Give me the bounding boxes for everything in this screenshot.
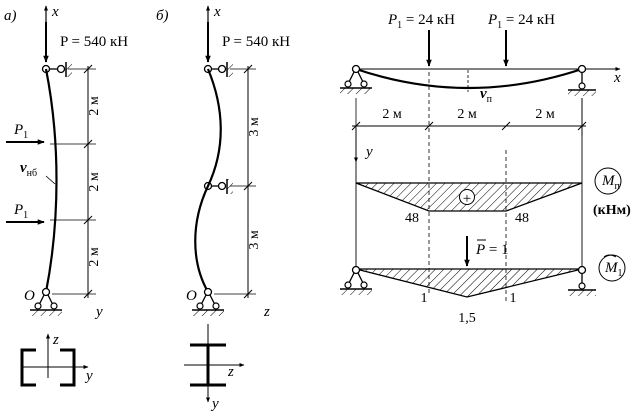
panel-b-mid-wall-hatch [227,179,233,194]
panel-a-dim-label-0: 2 м [87,96,102,116]
panel-a-dim-label-2: 2 м [87,247,102,267]
unit-moment-value-right: 1 [510,291,517,306]
panel-a-lateral-load-2: P1 [13,202,28,221]
panel-b-section-y-label: y [210,396,219,411]
panel-a-lateral-load-1: P1 [13,122,28,141]
unit-moment-tilde [603,254,617,258]
panel-b-bottom-support [192,287,224,316]
panel-b-x-axis-label: x [213,4,221,20]
panel-a-deflection-leader [45,175,56,185]
panel-b-label: б) [156,8,169,24]
unit-beam-left-support [340,265,372,295]
panel-a-cross-section [20,333,89,387]
moment-label-circle [594,167,622,195]
moment-value-right: 48 [515,211,529,226]
panel-a-top-link-hinge [56,64,66,74]
panel-a-top-wall-hatch [66,62,72,77]
unit-moment-value-left: 1 [421,291,428,306]
beam-span-label-2: 2 м [535,107,555,122]
unit-load-label: P = 1 [475,242,509,258]
unit-beam-right-support [568,265,596,296]
panel-b-dimension: 3 м 3 м [214,64,262,299]
panel-b-dim-label-1: 3 м [247,230,262,250]
beam-span-label-1: 2 м [457,107,477,122]
panel-b-deformed-column [194,68,222,293]
panel-b-top-wall-hatch [227,62,233,77]
panel-b-origin-label: O [186,288,197,304]
panel-a-section-y-label: y [84,368,93,384]
panel-b-cross-section [184,324,245,403]
panel-a-axial-force-label: P = 540 кН [60,34,128,50]
panel-beam: P1 = 24 кН P1 = 24 кН x vп [340,12,631,326]
beam-dimension: 2 м 2 м 2 м [351,98,587,136]
panel-a-dim-tick-1 [83,139,93,149]
moment-sign: + [463,191,471,207]
unit-moment-value-mid: 1,5 [458,311,476,326]
panel-b: б) x P = 540 кН 3 м 3 м [156,4,290,411]
beam-y-axis-label: y [364,144,373,160]
moment-value-left: 48 [405,211,419,226]
panel-a-dim-tick-3 [83,289,93,299]
moment-diagram: + 48 48 [355,182,583,226]
beam-load-2-label: P1 = 24 кН [487,12,555,31]
panel-a-deflection-label: vнб [20,160,37,179]
beam-load-1-label: P1 = 24 кН [387,12,455,31]
beam-left-support [340,64,372,94]
panel-b-dim-label-0: 3 м [247,117,262,137]
panel-a-dimension: 2 м 2 м 2 м [50,64,102,299]
panel-b-z-axis-label: z [263,304,270,320]
panel-a-bottom-support [30,287,62,316]
beam-deflection-label: vп [480,86,493,105]
unit-moment-diagram: 1 1,5 1 [355,268,583,326]
panel-a-y-axis-label: y [94,304,103,320]
unit-moment-label: M1 [604,260,623,279]
moment-label: Mп [601,173,621,192]
panel-a-dim-tick-0 [83,64,93,74]
moment-sign-circle [459,189,475,205]
beam-x-axis-label: x [613,70,621,86]
beam-span-label-0: 2 м [382,107,402,122]
panel-a-dim-label-1: 2 м [87,172,102,192]
panel-a-section-z-label: z [52,332,59,348]
panel-a-x-axis-label: x [51,4,59,20]
panel-a-deformed-column [44,68,58,293]
beam-right-support [568,64,596,96]
panel-a-label: а) [4,8,17,24]
panel-a-dim-tick-2 [83,215,93,225]
moment-units: (кНм) [593,203,631,218]
panel-b-section-z-label: z [227,364,234,380]
beam-deflected-shape [355,67,583,90]
panel-a: а) x P = 540 кН P1 P1 vнб [4,4,128,387]
panel-a-origin-label: O [24,288,35,304]
panel-b-axial-force-label: P = 540 кН [222,34,290,50]
